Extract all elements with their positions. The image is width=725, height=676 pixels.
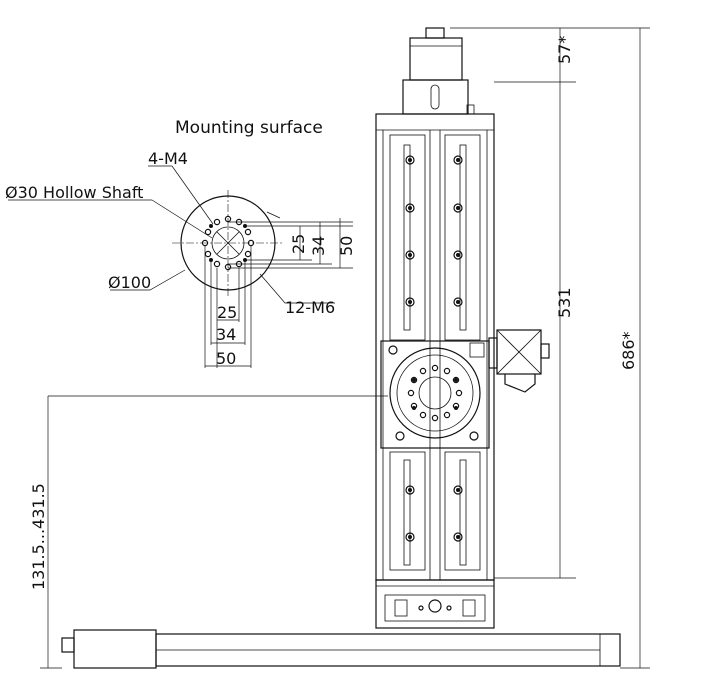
mounting-surface-title: Mounting surface [175,118,323,138]
m6-callout: 12-M6 [285,298,335,317]
stage-body [375,113,495,581]
dim-50-vertical: 50 [337,236,356,256]
dim-range: 131.5...431.5 [29,483,48,590]
stage-assembly [61,27,621,669]
dim-34-horizontal: 34 [216,325,236,344]
flange-detail [8,165,353,368]
dia100-callout: Ø100 [108,273,151,292]
dim-25-vertical: 25 [289,234,308,254]
m4-callout: 4-M4 [148,149,188,168]
dim-50-horizontal: 50 [216,349,236,368]
rotary-carriage [380,340,490,449]
dim-34-vertical: 34 [309,236,328,256]
dim-25-horizontal: 25 [217,303,237,322]
overall-dimensions [40,27,650,669]
dim-travel-531: 531 [555,287,574,318]
hollow-shaft-callout: Ø30 Hollow Shaft [5,183,143,202]
base-block [375,579,495,629]
dim-top-57: 57* [555,36,574,64]
dim-total-686: 686* [619,331,638,370]
upper-mount-holes [405,155,463,307]
